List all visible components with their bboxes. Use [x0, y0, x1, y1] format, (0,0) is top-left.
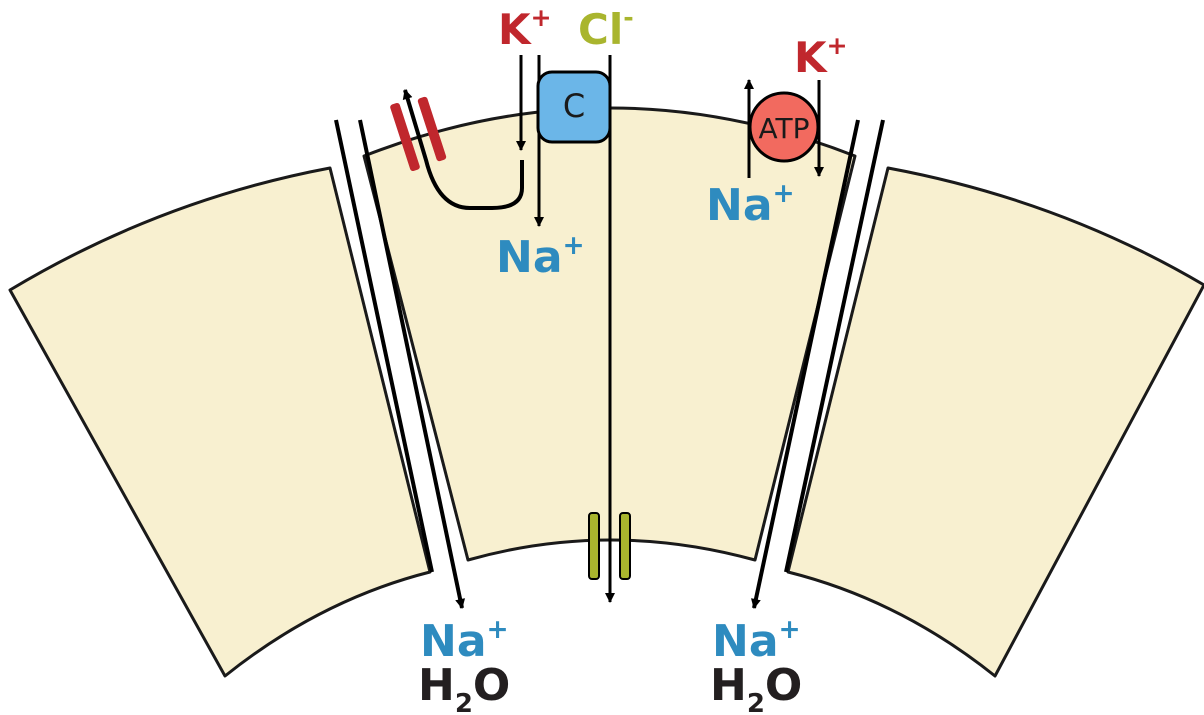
label-na-pump: Na+ [706, 178, 795, 231]
paracellular-path-right [784, 119, 885, 573]
k-recycle-path [402, 89, 524, 210]
label-k-top: K+ [498, 3, 552, 54]
cl-channel-bar-1 [588, 512, 600, 580]
paracellular-arrow-left [358, 119, 466, 609]
label-h2o-right: H2O [710, 660, 802, 715]
label-na-bottom-right: Na+ [712, 614, 801, 667]
cotransporter: C [536, 70, 612, 144]
cotransporter-icon [536, 70, 612, 144]
atpase-icon [748, 91, 820, 163]
k-channel [390, 96, 447, 172]
cl-channel [588, 512, 631, 580]
cell-right [786, 166, 1204, 678]
cell-left [8, 166, 432, 678]
label-na-middle: Na+ [496, 230, 585, 283]
paracellular-arrow-right [750, 119, 860, 609]
paracellular-path-left [334, 119, 434, 573]
atpase-label: ATP [759, 112, 810, 145]
label-h2o-left: H2O [418, 660, 510, 715]
label-cl-top: Cl- [578, 3, 634, 54]
cl-channel-bar-2 [619, 512, 631, 580]
k-channel-bar-2 [417, 96, 447, 162]
cotransporter-label: C [563, 87, 585, 125]
k-channel-bar-1 [390, 102, 420, 172]
atpase-pump: ATP [748, 91, 820, 163]
label-k-pump: K+ [794, 31, 848, 82]
label-na-bottom-left: Na+ [420, 614, 509, 667]
